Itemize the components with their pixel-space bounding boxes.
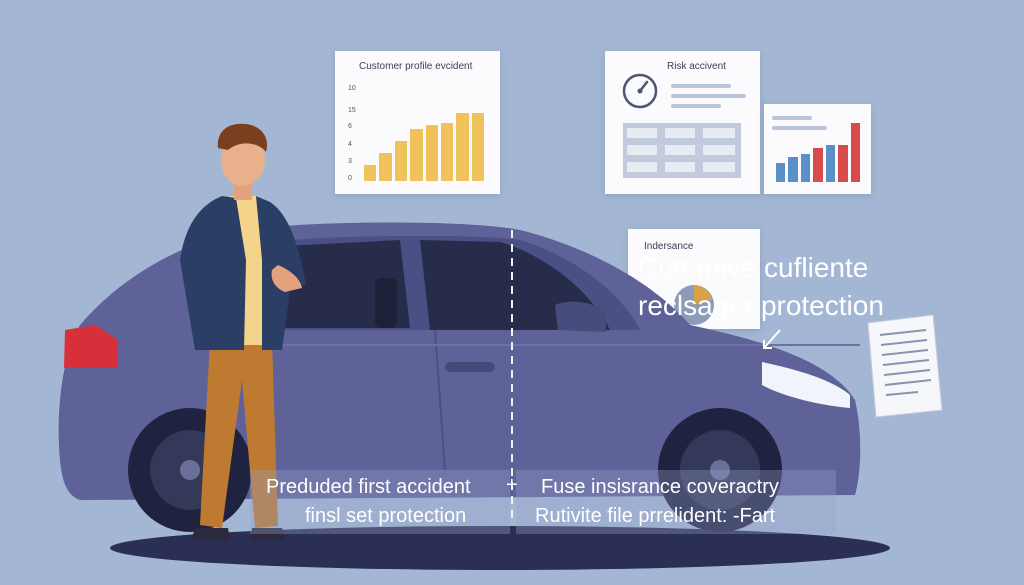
profile-bar-chart (364, 101, 484, 181)
text-line (671, 94, 746, 98)
overlay-headline-line1: Cutt mive cufliente (638, 252, 869, 283)
side-bar (800, 154, 811, 182)
data-table (623, 123, 741, 178)
pie-icon (674, 285, 714, 325)
side-chart-card (764, 104, 871, 194)
caption-panel-left (250, 470, 510, 534)
overlay-headline-line2: reclsager protection (638, 290, 884, 321)
y-tick: 3 (348, 158, 352, 165)
risk-card: Risk accivent (605, 51, 760, 194)
side-bar (788, 157, 798, 182)
profile-bar (379, 153, 392, 181)
profile-bar (410, 129, 423, 181)
risk-title: Risk accivent (667, 61, 726, 72)
profile-bar (364, 165, 377, 181)
document-icon (867, 315, 943, 418)
profile-bar (394, 141, 408, 181)
side-bar (850, 123, 860, 182)
customer-profile-card: Customer profile evcident 10 15 6 4 3 0 (335, 51, 500, 194)
text-line (772, 126, 827, 130)
y-tick: 0 (348, 175, 352, 182)
side-bar-chart (776, 120, 860, 182)
caption-left-line2: finsl set protection (305, 505, 467, 527)
side-bar (776, 163, 786, 182)
text-line (772, 116, 812, 120)
y-tick: 6 (348, 123, 352, 130)
customer-profile-title: Customer profile evcident (359, 61, 473, 72)
text-line (671, 104, 721, 108)
profile-bar (440, 123, 454, 181)
y-tick: 4 (348, 141, 352, 148)
y-tick: 10 (348, 85, 356, 92)
caption-right-line1: Fuse insisrance coveractry (541, 476, 779, 498)
side-bar (825, 144, 836, 182)
profile-bar (471, 113, 484, 181)
side-bar (813, 147, 823, 182)
pointer-arrow-icon (763, 329, 781, 349)
profile-bar (456, 113, 469, 181)
caption-right-line2: Rutivite file prrelident: -Fart (535, 505, 776, 527)
caption-panel-right (516, 470, 836, 534)
text-line (671, 84, 731, 88)
caption-divider-mark: + (506, 474, 518, 496)
side-bar (838, 144, 848, 182)
profile-bar (425, 125, 438, 181)
gauge-icon (622, 73, 658, 109)
caption-left-line1: Preduded first accident (266, 476, 471, 498)
insurance-title: Indersance (644, 241, 694, 252)
y-tick: 15 (348, 107, 356, 114)
